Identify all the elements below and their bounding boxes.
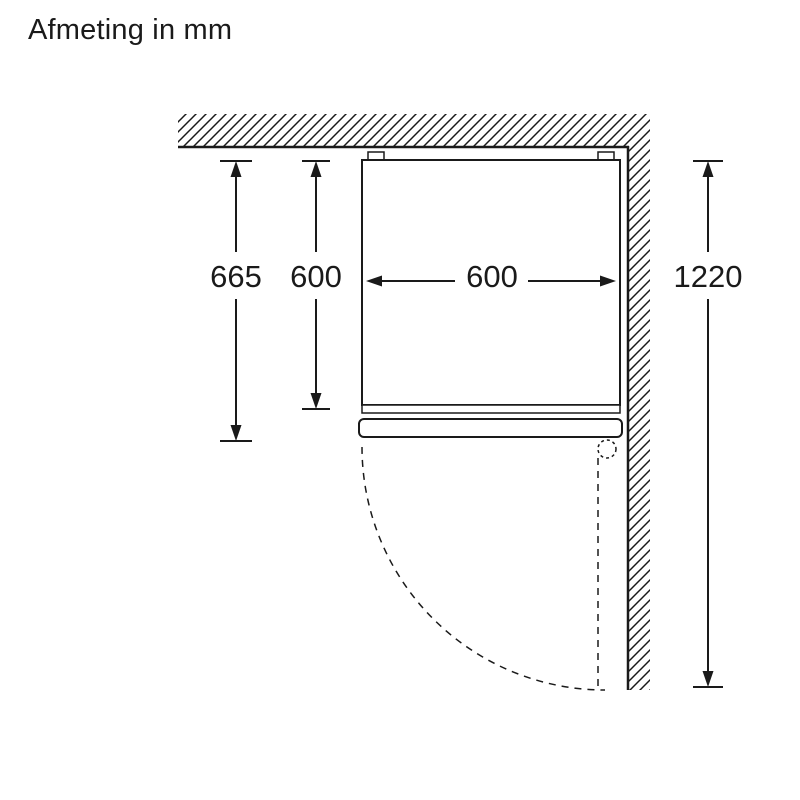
- dimension-depth-with-door: 665: [210, 160, 262, 442]
- door-swing-arc: [361, 446, 606, 691]
- wall-right-hatch: [628, 147, 650, 690]
- dimension-side-clearance: 1220: [674, 160, 743, 688]
- arrowhead-down: [310, 393, 322, 409]
- dim-label-600-width: 600: [466, 259, 518, 294]
- door-slab: [358, 418, 623, 438]
- door-hinge: [597, 439, 617, 459]
- dim-label-600-depth: 600: [290, 259, 342, 294]
- arrowhead-up: [310, 161, 322, 177]
- dim-label-1220: 1220: [674, 259, 743, 294]
- arrowhead-down: [702, 671, 714, 687]
- arrowhead-up: [702, 161, 714, 177]
- cabinet-front-edge: [361, 404, 621, 414]
- dimension-body-depth: 600: [290, 160, 342, 410]
- arrowhead-up: [230, 161, 242, 177]
- dimension-width: 600: [366, 259, 616, 294]
- arrowhead-down: [230, 425, 242, 441]
- dim-label-665: 665: [210, 259, 262, 294]
- wall-top: [178, 114, 650, 149]
- page-title: Afmeting in mm: [28, 14, 233, 46]
- arrowhead-left: [366, 275, 382, 287]
- appliance-door: [358, 418, 623, 691]
- wall-right: [626, 146, 650, 690]
- wall-top-hatch: [178, 114, 650, 147]
- arrowhead-right: [600, 275, 616, 287]
- appliance-body: [361, 151, 621, 414]
